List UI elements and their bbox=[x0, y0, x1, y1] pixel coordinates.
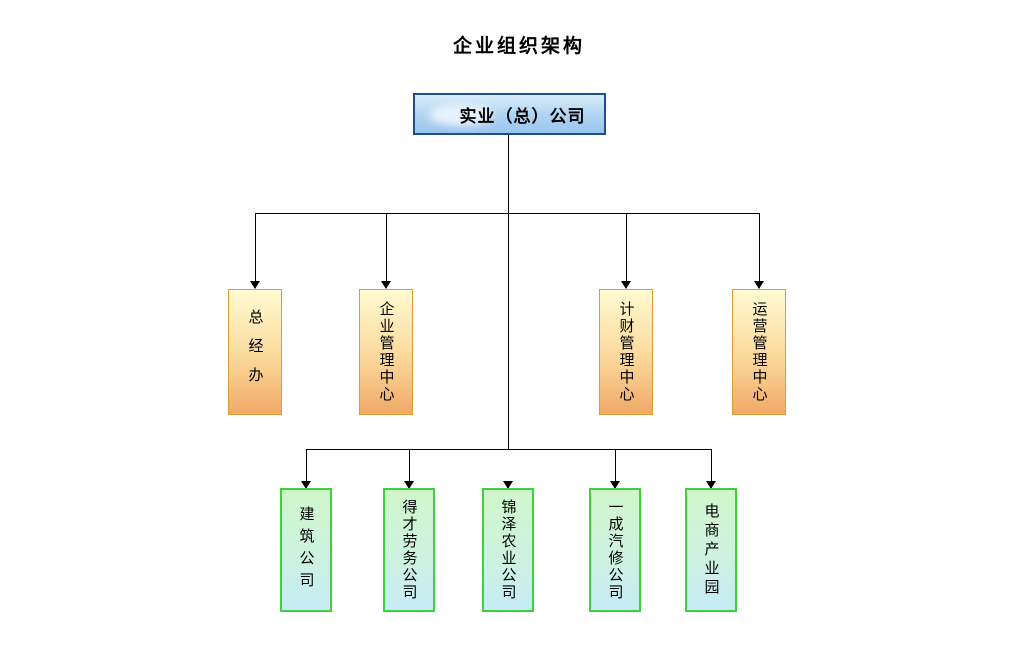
arrowhead-down-icon bbox=[706, 481, 716, 489]
connector-level3-rail bbox=[306, 449, 712, 450]
arrowhead-down-icon bbox=[301, 481, 311, 489]
org-node-label: 一成汽修公司 bbox=[606, 499, 625, 601]
org-node-construction-company: 建筑公司 bbox=[280, 488, 332, 612]
arrowhead-down-icon bbox=[250, 281, 260, 289]
org-node-agriculture-company: 锦泽农业公司 bbox=[482, 488, 534, 612]
connector-dept-stub bbox=[386, 213, 387, 281]
connector-root-stem bbox=[508, 135, 509, 449]
arrowhead-down-icon bbox=[404, 481, 414, 489]
org-node-label: 电商产业园 bbox=[702, 502, 721, 598]
org-node-labor-services-company: 得才劳务公司 bbox=[383, 488, 435, 612]
arrowhead-down-icon bbox=[621, 281, 631, 289]
org-node-label: 总经办 bbox=[246, 308, 265, 396]
org-node-label: 计财管理中心 bbox=[617, 301, 636, 403]
connector-dept-stub bbox=[255, 213, 256, 281]
org-node-finance-management-center: 计财管理中心 bbox=[599, 289, 653, 415]
org-node-label: 企业管理中心 bbox=[377, 301, 396, 403]
org-node-label: 得才劳务公司 bbox=[400, 499, 419, 601]
org-node-root-label: 实业（总）公司 bbox=[459, 106, 586, 127]
org-node-label: 建筑公司 bbox=[297, 506, 316, 594]
chart-title: 企业组织架构 bbox=[452, 35, 585, 57]
org-node-root: 实业（总）公司 bbox=[413, 93, 606, 135]
connector-level2-rail bbox=[255, 213, 760, 214]
connector-dept-stub bbox=[759, 213, 760, 281]
org-node-enterprise-management-center: 企业管理中心 bbox=[359, 289, 413, 415]
arrowhead-down-icon bbox=[381, 281, 391, 289]
redaction-smudge bbox=[429, 104, 493, 126]
org-node-operations-management-center: 运营管理中心 bbox=[732, 289, 786, 415]
connector-sub-stub bbox=[711, 449, 712, 481]
org-node-general-manager-office: 总经办 bbox=[228, 289, 282, 415]
connector-sub-stub bbox=[306, 449, 307, 481]
org-node-label: 运营管理中心 bbox=[750, 301, 769, 403]
connector-sub-stub bbox=[615, 449, 616, 481]
arrowhead-down-icon bbox=[754, 281, 764, 289]
arrowhead-down-icon bbox=[503, 481, 513, 489]
connector-sub-stub bbox=[409, 449, 410, 481]
connector-dept-stub bbox=[626, 213, 627, 281]
org-node-ecommerce-industrial-park: 电商产业园 bbox=[685, 488, 737, 612]
org-node-auto-repair-company: 一成汽修公司 bbox=[589, 488, 641, 612]
org-node-label: 锦泽农业公司 bbox=[499, 499, 518, 601]
arrowhead-down-icon bbox=[610, 481, 620, 489]
